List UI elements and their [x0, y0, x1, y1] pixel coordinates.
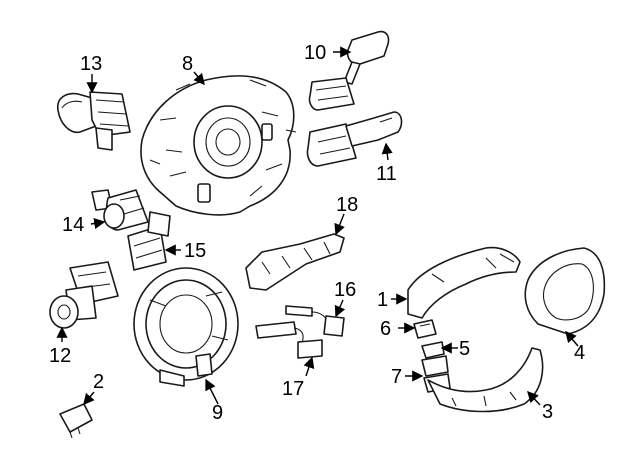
callout-4: 4 — [574, 342, 585, 364]
part-2-clip — [59, 403, 93, 439]
leader-lines — [56, 46, 579, 406]
part-16-harness — [285, 305, 345, 337]
callout-12: 12 — [49, 345, 71, 367]
callout-16: 16 — [334, 279, 356, 301]
callout-1: 1 — [377, 289, 388, 311]
part-1-upper-cover — [407, 246, 521, 319]
callout-6: 6 — [380, 318, 391, 340]
part-5-switch — [421, 341, 445, 359]
callout-15: 15 — [184, 240, 206, 262]
part-18-bracket — [245, 233, 345, 291]
part-9-clockspring — [133, 267, 239, 387]
callout-9: 9 — [212, 402, 223, 424]
part-3-lower-cover — [427, 347, 544, 413]
callout-7: 7 — [391, 366, 402, 388]
part-15-module — [127, 211, 171, 271]
part-11-lever — [306, 111, 403, 167]
part-4-trim-ring — [524, 247, 606, 335]
callout-8: 8 — [182, 53, 193, 75]
callout-5: 5 — [459, 338, 470, 360]
callout-13: 13 — [80, 53, 102, 75]
callout-3: 3 — [542, 401, 553, 423]
callout-10: 10 — [304, 42, 326, 64]
part-12-lock — [49, 261, 119, 329]
part-8-housing — [140, 75, 297, 216]
callout-17: 17 — [282, 378, 304, 400]
callout-2: 2 — [93, 371, 104, 393]
part-14-connector — [91, 189, 149, 231]
callout-14: 14 — [62, 214, 84, 236]
part-6-switch — [413, 319, 437, 339]
part-13-switch — [56, 91, 131, 151]
callout-11: 11 — [376, 163, 397, 185]
part-17-harness — [255, 321, 323, 359]
callout-18: 18 — [336, 194, 358, 216]
